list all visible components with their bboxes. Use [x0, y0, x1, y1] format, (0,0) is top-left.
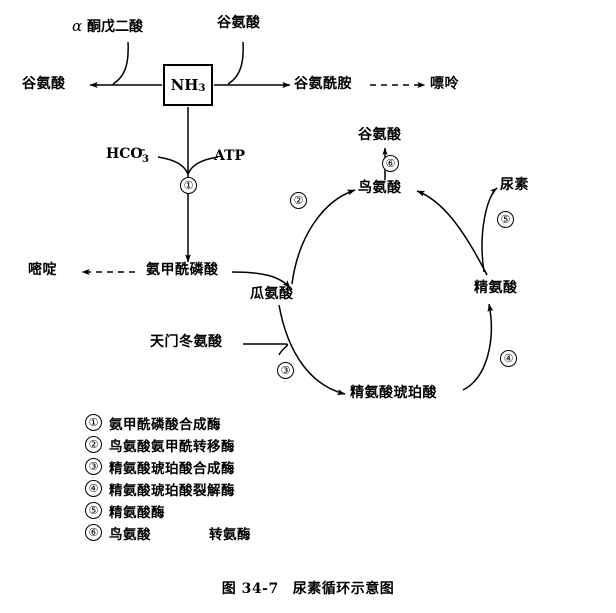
legend-item-2: ② 鸟氨酸氨甲酰转移酶: [85, 435, 415, 457]
caption-title: 尿素循环示意图: [292, 581, 395, 597]
legend-marker-5: ⑤: [85, 502, 102, 519]
step-marker-5: ⑤: [497, 211, 514, 228]
legend-item-3: ③ 精氨酸琥珀酸合成酶: [85, 457, 415, 479]
legend-marker-2: ②: [85, 436, 102, 453]
cycle-arc-arginine-to-ornithine: [416, 190, 488, 276]
curve-glutamate-top-to-glutamine: [227, 41, 244, 85]
legend-marker-3: ③: [85, 458, 102, 475]
node-glutamate-top: 谷氨酸: [217, 15, 261, 31]
node-aspartate: 天门冬氨酸: [150, 334, 223, 350]
node-glutamate-cycle-top: 谷氨酸: [358, 127, 402, 143]
node-arginine: 精氨酸: [474, 280, 518, 296]
legend-label-5: 精氨酸酶: [109, 505, 165, 521]
legend-marker-1: ①: [85, 414, 102, 431]
legend-item-1: ① 氨甲酰磷酸合成酶: [85, 413, 415, 435]
node-ornithine: 鸟氨酸: [358, 180, 402, 196]
legend-item-5: ⑤ 精氨酸酶: [85, 501, 415, 523]
legend-marker-4: ④: [85, 480, 102, 497]
step-marker-4: ④: [500, 350, 517, 367]
legend-label-1: 氨甲酰磷酸合成酶: [109, 417, 221, 433]
legend-label-2: 鸟氨酸氨甲酰转移酶: [109, 439, 235, 455]
ammonia-subscript: 3: [198, 82, 206, 94]
node-bicarbonate: HCO−3: [106, 145, 158, 165]
node-alpha-ketoglutarate: α 酮戊二酸: [72, 16, 143, 36]
legend-label-6: 鸟氨酸: [109, 527, 151, 543]
node-pyrimidine: 嘧啶: [28, 262, 57, 278]
curve-aspartate-join: [278, 343, 289, 356]
cycle-arc-citrulline-to-ornithine: [291, 189, 356, 285]
curve-bicarbonate-in: [157, 156, 189, 175]
alpha-ketoglutarate-label: 酮戊二酸: [87, 19, 144, 35]
cycle-arc-argininosuccinate-to-arginine: [462, 303, 494, 391]
curve-atp-in: [187, 156, 219, 175]
curve-alpha-ketoglutarate-in: [112, 41, 129, 85]
ammonia-label: NH: [170, 76, 199, 94]
step-marker-2: ②: [290, 192, 307, 209]
step-marker-1: ①: [180, 177, 197, 194]
bicarbonate-subscript: 3: [141, 154, 149, 165]
alpha-symbol: α: [72, 17, 83, 35]
curve-arginine-to-urea: [481, 187, 498, 273]
node-glutamate-left: 谷氨酸: [22, 76, 66, 92]
legend-label-6-suffix: 转氨酶: [209, 527, 251, 543]
step-marker-3: ③: [277, 362, 294, 379]
step-marker-6: ⑥: [382, 155, 399, 172]
legend-item-6: ⑥ 鸟氨酸 转氨酶: [85, 523, 415, 545]
legend: ① 氨甲酰磷酸合成酶 ② 鸟氨酸氨甲酰转移酶 ③ 精氨酸琥珀酸合成酶 ④ 精氨酸…: [85, 413, 415, 545]
cycle-arc-citrulline-to-argininosuccinate: [278, 304, 346, 396]
node-carbamoyl-phosphate: 氨甲酰磷酸: [146, 262, 219, 278]
bicarbonate-label: HCO: [106, 146, 143, 162]
caption-number: 图 34-7: [221, 581, 279, 597]
node-purine: 嘌呤: [430, 76, 459, 92]
node-atp: ATP: [214, 148, 246, 164]
legend-marker-6: ⑥: [85, 524, 102, 541]
node-urea: 尿素: [500, 177, 529, 193]
figure-caption: 图 34-7 尿素循环示意图: [0, 578, 616, 598]
legend-label-3: 精氨酸琥珀酸合成酶: [109, 461, 235, 477]
node-argininosuccinate: 精氨酸琥珀酸: [350, 385, 437, 401]
node-citrulline: 瓜氨酸: [250, 286, 294, 302]
curve-carbamoyl-to-citrulline: [231, 271, 291, 289]
legend-item-4: ④ 精氨酸琥珀酸裂解酶: [85, 479, 415, 501]
legend-label-4: 精氨酸琥珀酸裂解酶: [109, 483, 235, 499]
bicarbonate-superscript: −: [137, 145, 146, 156]
node-glutamine: 谷氨酰胺: [294, 76, 352, 92]
